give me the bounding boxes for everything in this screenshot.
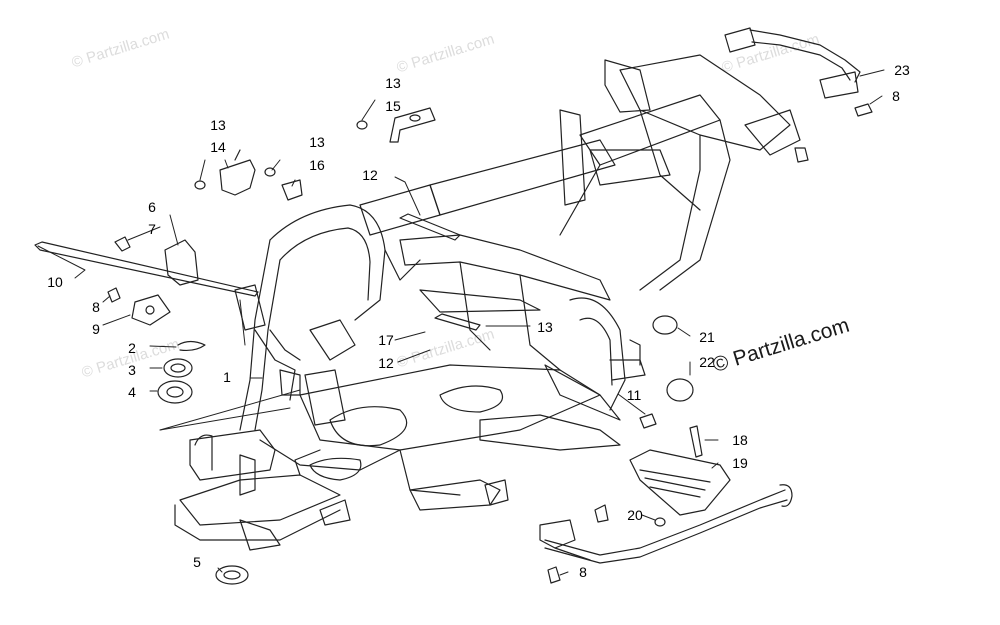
footrest: [629, 449, 731, 516]
callout-19: 19: [732, 455, 748, 471]
callout-1: 1: [223, 369, 231, 385]
front-loop: [239, 204, 421, 431]
callout-8: 8: [579, 564, 587, 580]
callout-12: 12: [378, 355, 394, 371]
callout-13: 13: [210, 117, 226, 133]
callout-10: 10: [47, 274, 63, 290]
callout-3: 3: [128, 362, 136, 378]
callout-13: 13: [385, 75, 401, 91]
callout-14: 14: [210, 139, 226, 155]
callout-20: 20: [627, 507, 643, 523]
callout-2: 2: [128, 340, 136, 356]
callout-13: 13: [309, 134, 325, 150]
front-strut: [234, 284, 356, 426]
callout-9: 9: [92, 321, 100, 337]
callout-17: 17: [378, 332, 394, 348]
callout-4: 4: [128, 384, 136, 400]
callout-23: 23: [894, 62, 910, 78]
front-bumper: [174, 429, 351, 551]
loose-parts: [34, 103, 873, 585]
callout-22: 22: [699, 354, 715, 370]
callout-8: 8: [892, 88, 900, 104]
callout-15: 15: [385, 98, 401, 114]
callout-13: 13: [537, 319, 553, 335]
callout-5: 5: [193, 554, 201, 570]
foot-bar: [409, 479, 793, 564]
callout-16: 16: [309, 157, 325, 173]
callout-8: 8: [92, 299, 100, 315]
top-rail: [359, 54, 809, 291]
callout-6: 6: [148, 199, 156, 215]
center-members: [399, 234, 646, 421]
callout-11: 11: [626, 387, 642, 403]
callout-7: 7: [148, 221, 156, 237]
bracket-23: [724, 27, 861, 99]
leader-lines: [37, 69, 885, 576]
floor-pan: [259, 364, 621, 496]
callout-21: 21: [699, 329, 715, 345]
callout-18: 18: [732, 432, 748, 448]
callout-12: 12: [362, 167, 378, 183]
